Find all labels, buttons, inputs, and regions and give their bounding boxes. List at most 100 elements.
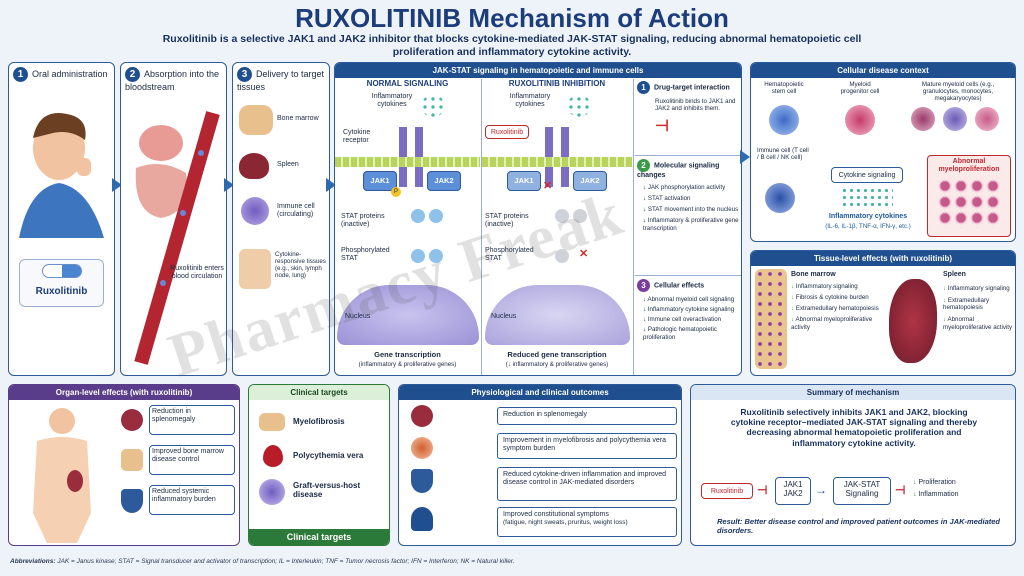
gene-transcription-sub: (inflammatory & proliferative genes): [358, 361, 457, 368]
cytokine-cluster-icon: [567, 95, 591, 117]
summary-header: Summary of mechanism: [691, 385, 1015, 400]
inhibit-bar-icon: ⊣: [655, 118, 669, 136]
gut-bloodstream-illustration: [134, 111, 220, 365]
pill-label: Ruxolitinib: [35, 286, 88, 297]
list-item: ↓ Extramedullary hematopoiesis: [943, 297, 990, 312]
list-item-text: Inflammatory & proliferative gene transc…: [643, 217, 739, 232]
jak1-node: JAK1: [363, 171, 397, 191]
step-number: 1: [13, 67, 28, 82]
list-item: ↓ Inflammatory cytokine signaling: [643, 306, 735, 314]
section-title: Drug-target interaction: [654, 84, 730, 92]
inhibit-x-icon: ✕: [543, 180, 553, 192]
inhibit-x-icon: ✕: [579, 248, 589, 260]
myeloid-cell-icon: [845, 105, 875, 135]
outcome-item: Improvement in myelofibrosis and polycyt…: [497, 433, 677, 459]
list-item: ↓ Abnormal myeloproliferative activity: [791, 316, 873, 331]
organ-effects-panel: Organ-level effects (with ruxolitinib) R…: [8, 384, 240, 546]
outcome-item: Reduction in splenomegaly: [497, 407, 677, 425]
arrow-icon: [112, 178, 122, 192]
tissue-label: Immune cell (circulating): [277, 203, 315, 219]
summary-drug-node: Ruxolitinib: [701, 483, 753, 499]
panel-divider: [481, 79, 482, 375]
tissue-cells-icon: [239, 249, 271, 289]
inhibit-bar-icon: ⊣: [895, 483, 906, 497]
cytokine-list: (IL-6, IL-1β, TNF-α, IFN-γ, etc.): [825, 223, 911, 230]
pstat-icon: [555, 249, 569, 263]
section-title: Cellular effects: [654, 282, 705, 290]
panel-divider: [633, 79, 634, 375]
jakstat-header: JAK-STAT signaling in hematopoietic and …: [335, 63, 741, 78]
result-text: Better disease control and improved pati…: [717, 517, 1000, 535]
organ-bone-icon: [121, 449, 143, 471]
cytokines-label: Inflammatory cytokines: [509, 93, 551, 109]
cytokine-dots-icon: [841, 187, 893, 209]
list-item: ↓ Proliferation: [913, 479, 956, 486]
cytokines-label: Inflammatory cytokines: [828, 213, 908, 220]
abbrev-text: JAK = Janus kinase; STAT = Signal transd…: [57, 558, 515, 565]
list-item-text: JAK phosphorylation activity: [647, 184, 726, 192]
list-item: ↓ Immune cell overactivation: [643, 316, 722, 324]
list-item: ↓ STAT activation: [643, 195, 691, 203]
gene-transcription-label: Gene transcription: [374, 350, 441, 359]
spleen-title: Spleen: [943, 271, 966, 278]
stat-label: STAT proteins (inactive): [341, 213, 385, 229]
jak2-node: JAK2: [427, 171, 461, 191]
summary-text: Ruxolitinib selectively inhibits JAK1 an…: [730, 407, 978, 448]
stat-protein-icon: [429, 209, 443, 223]
outcome-person-icon: [411, 507, 433, 531]
body-outline-illustration: [33, 408, 91, 543]
pstat-icon: [411, 249, 425, 263]
section-divider: [635, 275, 741, 276]
abnormal-cells-icon: [937, 178, 1001, 229]
outcome-shield-icon: [411, 469, 433, 493]
mature-label: Mature myeloid cells (e.g., granulocytes…: [921, 81, 995, 103]
myeloid-label: Myeloid progenitor cell: [840, 81, 880, 96]
step-number: 2: [125, 67, 140, 82]
list-item: ↓ Inflammatory & proliferative gene tran…: [643, 217, 739, 232]
bone-marrow-image: [755, 269, 787, 369]
organ-header: Organ-level effects (with ruxolitinib): [9, 385, 239, 400]
step-label: Delivery to target tissues: [237, 68, 325, 92]
stem-cell-icon: [769, 105, 799, 135]
list-item-text: Abnormal myeloid cell signaling: [647, 296, 735, 303]
pill-box: Ruxolitinib: [19, 259, 104, 307]
cytokine-signaling-node: Cytokine signaling: [831, 167, 903, 183]
list-item-text: Immune cell overactivation: [647, 316, 722, 324]
arrow-icon: [740, 150, 750, 164]
blood-drop-icon: [263, 445, 283, 467]
list-item-text: Inflammatory cytokine signaling: [647, 306, 735, 314]
list-item: ↓ Extramedullary hematopoiesis: [791, 305, 879, 313]
bone-marrow-title: Bone marrow: [791, 271, 836, 278]
outcomes-header: Physiological and clinical outcomes: [399, 385, 681, 400]
cellular-context-panel: Cellular disease context Hematopoietic s…: [750, 62, 1016, 242]
list-item-text: Extramedullary hematopoiesis: [943, 297, 990, 312]
mature-cell-icon: [975, 107, 999, 131]
spleen-list: ↓ Inflammatory signaling ↓ Extramedullar…: [943, 285, 1013, 331]
clinical-targets-panel: Clinical targets Myelofibrosis Polycythe…: [248, 384, 390, 546]
outcome-text: Reduced cytokine-driven inflammation and…: [503, 471, 667, 487]
organ-effect-item: Improved bone marrow disease control: [149, 445, 235, 475]
outcome-item: Improved constitutional symptoms(fatigue…: [497, 507, 677, 537]
abbrev-label: Abbreviations:: [10, 558, 56, 565]
immune-cell-icon: [259, 479, 285, 505]
tissue-bone-marrow-icon: [239, 105, 273, 135]
tissue-label: Spleen: [277, 161, 299, 168]
tissue-label: Bone marrow: [277, 115, 319, 122]
list-item-text: Inflammatory signaling: [947, 285, 1010, 292]
reduced-transcription-label: Reduced gene transcription: [507, 350, 607, 359]
pstat-icon: [429, 249, 443, 263]
list-item-text: Inflammatory signaling: [795, 283, 858, 290]
list-item: ↓ Inflammatory signaling: [791, 283, 858, 290]
outcome-text: Reduction in splenomegaly: [503, 411, 588, 418]
immune-cell-icon: [765, 183, 795, 213]
section-title: Molecular signaling changes: [637, 162, 720, 179]
arrow-icon: [326, 178, 336, 192]
nucleus-label: Nucleus: [345, 313, 371, 320]
step-number: 1: [637, 81, 650, 94]
tissue-immune-cell-icon: [241, 197, 269, 225]
organ-effect-item: Reduction in splenomegaly: [149, 405, 235, 435]
